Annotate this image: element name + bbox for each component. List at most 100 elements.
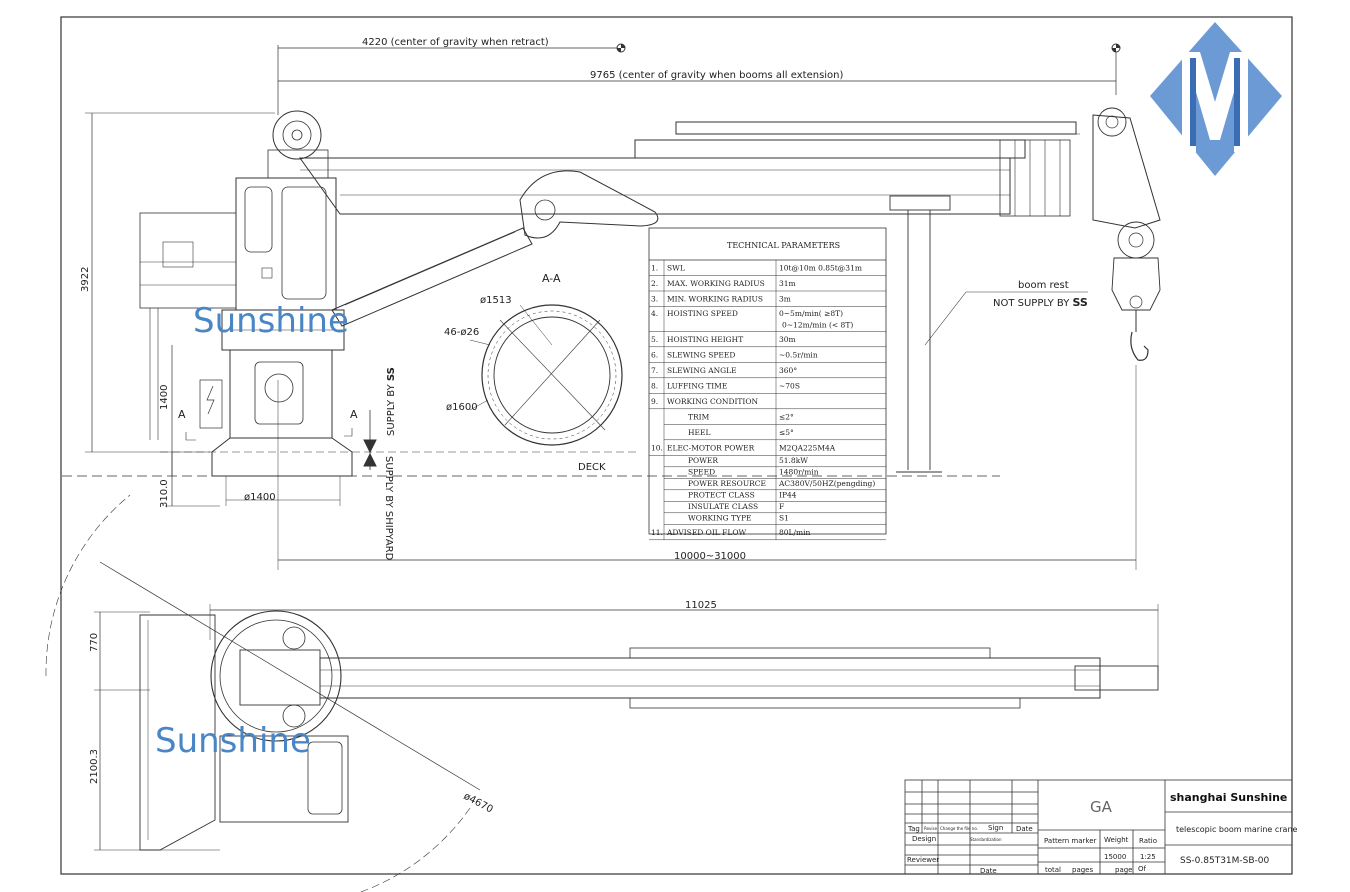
tech-row-no: 1. <box>651 264 658 273</box>
tb-revise: Revise <box>924 826 938 831</box>
tech-row-value: 51.8kW <box>779 456 808 465</box>
title-ga: GA <box>1090 798 1113 816</box>
dim-height-total: 3922 <box>80 267 91 292</box>
dim-ring-outer: ø1513 <box>480 295 512 306</box>
tech-row-no: 3. <box>651 295 658 304</box>
tech-row-no: 10. <box>651 443 663 452</box>
tech-row-no: 9. <box>651 397 658 406</box>
tb-standardization: Standardization <box>970 837 1002 842</box>
tech-row-value: M2QA225M4A <box>779 443 836 452</box>
tech-row-no: 4. <box>651 309 658 318</box>
title-block-frame <box>904 779 1293 875</box>
tech-table-frame <box>648 227 887 535</box>
dim-plan-770: 770 <box>89 633 100 652</box>
tech-row-value: AC380V/50HZ(pengding) <box>778 479 875 488</box>
dim-ring-inner: ø1600 <box>446 402 478 413</box>
tech-row-value: F <box>779 502 784 511</box>
tech-parameters-table: TECHNICAL PARAMETERS 1. SWL 10t@10m 0.85t@… <box>649 241 886 541</box>
tech-row-no: 5. <box>651 335 658 344</box>
tech-row-name: SWL <box>667 264 685 273</box>
tech-row-value: 10t@10m 0.85t@31m <box>779 264 862 273</box>
tech-row-name: ELEC-MOTOR POWER <box>667 443 755 452</box>
tech-row-name: WORKING TYPE <box>688 514 751 523</box>
tech-row-name: ADVISED OIL FLOW <box>666 528 746 537</box>
tech-row-name: INSULATE CLASS <box>688 502 758 511</box>
tech-row-value: 0~5m/min( ≥8T) <box>779 309 843 318</box>
section-a-left: A <box>178 408 186 421</box>
tech-row-name: SLEWING ANGLE <box>667 366 737 375</box>
tb-ratio: 1:25 <box>1140 853 1156 861</box>
tech-row-value-2: 0~12m/min (< 8T) <box>782 320 853 329</box>
section-label: A-A <box>542 272 561 285</box>
tb-page: page <box>1115 866 1132 874</box>
tech-row-name: MIN. WORKING RADIUS <box>667 295 763 304</box>
dim-plan-2100: 2100.3 <box>89 749 100 784</box>
tb-pattern-marker: Pattern marker <box>1044 837 1097 845</box>
tb-sign: Sign <box>988 824 1003 832</box>
tech-row-no: 8. <box>651 381 658 390</box>
tech-row-value: ≤2° <box>779 412 794 421</box>
tb-change-file: Change the file no. <box>940 826 978 831</box>
tech-row-value: ~70S <box>779 381 800 390</box>
tb-weight: 15000 <box>1104 853 1126 861</box>
tb-total: total <box>1045 866 1061 874</box>
tech-row-value: ~0.5r/min <box>779 350 818 359</box>
tb-reviewer: Reviewer <box>907 856 939 864</box>
tech-table-title: TECHNICAL PARAMETERS <box>727 241 840 250</box>
tech-row-value: S1 <box>779 514 789 523</box>
tech-row-value: 31m <box>779 279 796 288</box>
tech-row-name: LUFFING TIME <box>667 381 727 390</box>
tb-of: Of <box>1138 865 1147 873</box>
tech-row-no: 11. <box>651 528 663 537</box>
watermark-upper: Sunshine <box>193 301 349 341</box>
tech-row-no: 7. <box>651 366 658 375</box>
tech-row-name: POWER RESOURCE <box>688 479 766 488</box>
tech-row-value: 360° <box>779 366 797 375</box>
title-drawing-no: SS-0.85T31M-SB-00 <box>1180 856 1270 866</box>
sheet-border <box>60 16 1293 875</box>
tech-row-name: WORKING CONDITION <box>667 397 759 406</box>
dim-plan-length: 11025 <box>685 600 717 611</box>
elevation-view <box>62 43 1161 570</box>
plan-view <box>45 494 1159 892</box>
title-company: shanghai Sunshine <box>1170 791 1287 804</box>
dim-plan-radius: ø4670 <box>462 791 495 816</box>
not-supply-label: NOT SUPPLY BY SS <box>993 296 1088 309</box>
tech-row-name: SPEED <box>688 468 715 477</box>
dim-ring-bolts: 46-ø26 <box>444 327 479 338</box>
tech-row-name: PROTECT CLASS <box>688 491 755 500</box>
tech-row-value: 3m <box>779 295 791 304</box>
tech-row-name: HOISTING SPEED <box>667 309 738 318</box>
supply-ss-label: SUPPLY BY SS <box>386 367 397 436</box>
dim-cg-extension: 9765 (center of gravity when booms all e… <box>590 70 844 81</box>
tech-row-name: POWER <box>688 456 718 465</box>
deck-label: DECK <box>578 462 606 473</box>
watermark-lower: Sunshine <box>155 721 311 761</box>
tech-row-name: HEEL <box>688 428 710 437</box>
tech-row-name: HOISTING HEIGHT <box>667 335 743 344</box>
supply-shipyard-label: SUPPLY BY SHIPYARD <box>383 456 394 561</box>
tech-row-name: SLEWING SPEED <box>667 350 735 359</box>
tb-weight-label: Weight <box>1104 836 1129 844</box>
tb-design: Design <box>912 835 936 843</box>
tech-row-name: MAX. WORKING RADIUS <box>667 279 765 288</box>
dim-pedestal-dia: ø1400 <box>244 492 276 503</box>
section-aa-ring <box>469 304 623 446</box>
tb-pages: pages <box>1072 866 1093 874</box>
tech-row-no: 2. <box>651 279 658 288</box>
tb-ratio-label: Ratio <box>1139 837 1157 845</box>
tech-row-value: 80L/min <box>779 528 811 537</box>
sunshine-m-logo-icon <box>1150 22 1282 176</box>
boom-rest-label: boom rest <box>1018 280 1069 291</box>
tb-date: Date <box>1016 825 1033 833</box>
dim-cg-retract: 4220 (center of gravity when retract) <box>362 37 549 48</box>
tech-row-value: ≤5° <box>779 428 794 437</box>
tech-row-no: 6. <box>651 350 658 359</box>
tb-tag: Tag <box>907 825 920 833</box>
tb-date2: Date <box>980 867 997 875</box>
dim-radius-range: 10000~31000 <box>674 551 746 562</box>
tech-row-value: 1480r/min <box>779 468 819 477</box>
dim-height-deck: 310.0 <box>159 479 170 508</box>
title-product: telescopic boom marine crane <box>1176 825 1298 834</box>
